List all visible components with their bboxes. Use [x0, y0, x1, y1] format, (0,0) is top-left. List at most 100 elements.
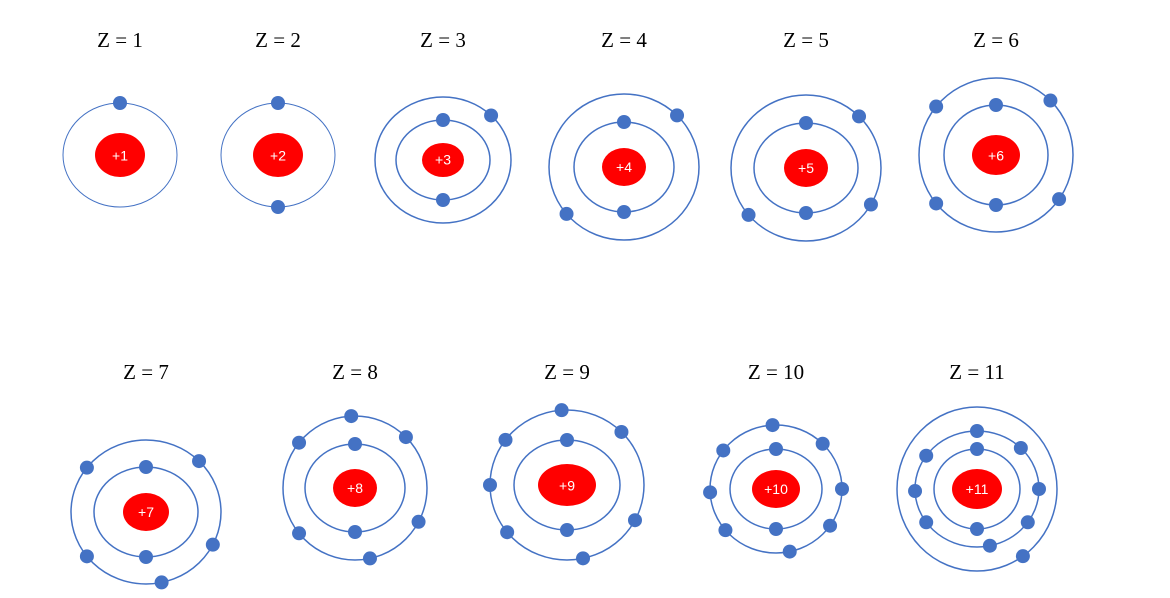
electron — [398, 430, 413, 445]
nucleus — [123, 493, 169, 531]
electron — [1032, 482, 1046, 496]
atom-z8: Z = 8 +8 — [282, 360, 428, 566]
atom-label: Z = 6 — [973, 28, 1019, 52]
nucleus — [422, 143, 464, 177]
electron — [835, 482, 849, 496]
electron — [292, 435, 307, 450]
electron — [769, 442, 783, 456]
electron — [970, 424, 984, 438]
atom-label: Z = 9 — [544, 360, 590, 384]
electron — [79, 549, 94, 564]
electron — [436, 113, 450, 127]
nucleus-charge: +7 — [138, 504, 154, 520]
electron — [982, 538, 997, 553]
atom-label: Z = 8 — [332, 360, 378, 384]
nucleus — [602, 148, 646, 186]
electron — [823, 518, 838, 533]
atom-z10: Z = 10 +10 — [703, 360, 849, 559]
electron — [929, 99, 944, 114]
electron — [560, 433, 574, 447]
electron — [559, 206, 574, 221]
electron — [139, 550, 153, 564]
nucleus-charge: +1 — [112, 147, 128, 163]
electron — [154, 575, 169, 590]
electron — [919, 448, 934, 463]
electron — [498, 432, 513, 447]
electron — [863, 197, 878, 212]
electron — [617, 115, 631, 129]
electron — [79, 460, 94, 475]
electron — [344, 409, 359, 424]
nucleus-charge: +2 — [270, 147, 286, 163]
nucleus-charge: +8 — [347, 480, 363, 496]
atom-z9: Z = 9+9 — [483, 360, 645, 566]
atom-label: Z = 7 — [123, 360, 169, 384]
atom-label: Z = 4 — [601, 28, 647, 52]
atom-z1: Z = 1 +1 — [62, 28, 178, 208]
electron — [970, 522, 984, 536]
nucleus — [752, 470, 800, 508]
nucleus — [538, 464, 596, 506]
electron-shell-2 — [70, 439, 222, 585]
electron — [271, 96, 285, 110]
electron — [614, 424, 629, 439]
atom-z11: Z = 11 +11 — [896, 360, 1058, 572]
electron-shell-2 — [918, 77, 1074, 233]
electron — [703, 485, 718, 500]
nucleus — [253, 133, 303, 177]
electron — [617, 205, 631, 219]
nucleus-charge: +10 — [764, 481, 788, 497]
electron-shell-2 — [374, 96, 512, 224]
electron — [500, 525, 515, 540]
atom-label: Z = 3 — [420, 28, 466, 52]
nucleus — [972, 135, 1020, 175]
electron — [205, 537, 220, 552]
nucleus — [95, 133, 145, 177]
electron — [716, 443, 731, 458]
electron — [113, 96, 127, 110]
electron — [484, 108, 499, 123]
electron — [483, 478, 497, 492]
atom-z6: Z = 6+6 — [918, 28, 1074, 233]
electron — [1015, 549, 1030, 564]
atom-label: Z = 11 — [949, 360, 1004, 384]
nucleus — [952, 469, 1002, 509]
electron — [627, 513, 642, 528]
electron — [560, 523, 574, 537]
electron — [919, 515, 934, 530]
electron — [769, 522, 783, 536]
nucleus-charge: +4 — [616, 159, 632, 175]
electron-shell-2 — [730, 94, 882, 242]
atom-z2: Z = 2+2 — [220, 28, 336, 214]
electron — [436, 193, 450, 207]
electron — [192, 454, 207, 469]
nucleus — [333, 469, 377, 507]
nucleus — [784, 149, 828, 187]
nucleus-charge: +11 — [966, 481, 989, 497]
atom-label: Z = 5 — [783, 28, 829, 52]
electron — [139, 460, 153, 474]
nucleus-charge: +3 — [435, 152, 451, 168]
electron — [576, 551, 591, 566]
electron — [1020, 515, 1035, 530]
electron — [718, 523, 733, 538]
electron — [1052, 192, 1067, 207]
atom-z5: Z = 5+5 — [730, 28, 882, 242]
electron-shell-3 — [896, 406, 1058, 572]
electron — [908, 484, 923, 499]
electron — [348, 437, 362, 451]
electron — [362, 551, 377, 566]
electron — [799, 206, 813, 220]
atom-label: Z = 1 — [97, 28, 143, 52]
electron — [271, 200, 285, 214]
electron — [554, 403, 569, 418]
electron — [929, 196, 944, 211]
electron — [1013, 440, 1028, 455]
electron — [852, 109, 867, 124]
electron-shell-2 — [548, 93, 700, 241]
atom-z7: Z = 7 +7 — [70, 360, 222, 590]
electron — [741, 207, 756, 222]
atom-label: Z = 10 — [748, 360, 804, 384]
atom-z4: Z = 4 +4 — [548, 28, 700, 241]
